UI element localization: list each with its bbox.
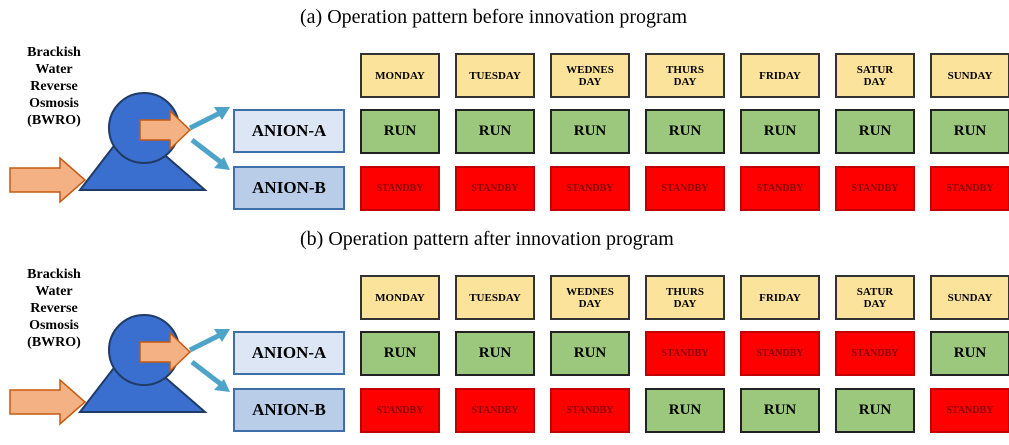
day-header-6: SUNDAY bbox=[930, 53, 1009, 98]
status-cell-standby: STANDBY bbox=[740, 331, 820, 376]
day-header-4: FRIDAY bbox=[740, 275, 820, 320]
status-cell-standby: STANDBY bbox=[645, 331, 725, 376]
bwro-label: Brackish Water Reverse Osmosis (BWRO) bbox=[27, 45, 81, 128]
pipe-arrowhead-a bbox=[214, 107, 230, 120]
day-header-1: TUESDAY bbox=[455, 275, 535, 320]
outlet-arrow bbox=[139, 109, 192, 151]
status-cell-standby: STANDBY bbox=[835, 331, 915, 376]
status-cell-run: RUN bbox=[835, 109, 915, 154]
day-header-2: WEDNES DAY bbox=[550, 275, 630, 320]
status-cell-standby: STANDBY bbox=[835, 166, 915, 211]
anion-label-b: ANION-B bbox=[233, 388, 345, 432]
day-header-0: MONDAY bbox=[360, 275, 440, 320]
panel-title: (a) Operation pattern before innovation … bbox=[300, 6, 688, 28]
pipe-arrowhead-a bbox=[214, 329, 230, 342]
status-cell-standby: STANDBY bbox=[645, 166, 725, 211]
panel-before: (a) Operation pattern before innovation … bbox=[0, 0, 1009, 222]
status-cell-run: RUN bbox=[550, 109, 630, 154]
pipe-arrowhead-b bbox=[214, 379, 230, 392]
outlet-arrow bbox=[139, 331, 192, 373]
anion-label-b: ANION-B bbox=[233, 166, 345, 210]
status-cell-run: RUN bbox=[360, 331, 440, 376]
panel-after: (b) Operation pattern after innovation p… bbox=[0, 222, 1009, 444]
feed-inlet-arrow bbox=[9, 156, 87, 204]
day-header-5: SATUR DAY bbox=[835, 53, 915, 98]
pipe-arrowhead-b bbox=[214, 157, 230, 170]
day-header-6: SUNDAY bbox=[930, 275, 1009, 320]
day-header-5: SATUR DAY bbox=[835, 275, 915, 320]
status-cell-run: RUN bbox=[740, 109, 820, 154]
status-cell-standby: STANDBY bbox=[550, 166, 630, 211]
anion-label-a: ANION-A bbox=[233, 331, 345, 375]
day-header-0: MONDAY bbox=[360, 53, 440, 98]
bwro-label: Brackish Water Reverse Osmosis (BWRO) bbox=[27, 267, 81, 350]
bwro-unit-drawing bbox=[9, 92, 230, 204]
status-cell-run: RUN bbox=[930, 109, 1009, 154]
status-cell-run: RUN bbox=[360, 109, 440, 154]
day-header-1: TUESDAY bbox=[455, 53, 535, 98]
feed-inlet-arrow bbox=[9, 378, 87, 426]
day-header-2: WEDNES DAY bbox=[550, 53, 630, 98]
status-cell-run: RUN bbox=[550, 331, 630, 376]
status-cell-standby: STANDBY bbox=[455, 388, 535, 433]
status-cell-standby: STANDBY bbox=[740, 166, 820, 211]
bwro-unit-drawing bbox=[9, 314, 230, 426]
status-cell-run: RUN bbox=[835, 388, 915, 433]
status-cell-standby: STANDBY bbox=[550, 388, 630, 433]
status-cell-run: RUN bbox=[455, 331, 535, 376]
status-cell-standby: STANDBY bbox=[455, 166, 535, 211]
anion-label-a: ANION-A bbox=[233, 109, 345, 153]
day-header-3: THURS DAY bbox=[645, 53, 725, 98]
day-header-4: FRIDAY bbox=[740, 53, 820, 98]
pipe-arrow-to-anion-a bbox=[188, 331, 224, 353]
panel-title: (b) Operation pattern after innovation p… bbox=[300, 228, 674, 250]
pipe-arrow-to-anion-b bbox=[190, 138, 224, 165]
status-cell-run: RUN bbox=[645, 388, 725, 433]
status-cell-standby: STANDBY bbox=[930, 166, 1009, 211]
status-cell-standby: STANDBY bbox=[930, 388, 1009, 433]
pipe-arrow-to-anion-a bbox=[188, 109, 224, 131]
status-cell-run: RUN bbox=[645, 109, 725, 154]
status-cell-run: RUN bbox=[455, 109, 535, 154]
day-header-3: THURS DAY bbox=[645, 275, 725, 320]
status-cell-run: RUN bbox=[740, 388, 820, 433]
status-cell-run: RUN bbox=[930, 331, 1009, 376]
status-cell-standby: STANDBY bbox=[360, 388, 440, 433]
status-cell-standby: STANDBY bbox=[360, 166, 440, 211]
pipe-arrow-to-anion-b bbox=[190, 360, 224, 387]
